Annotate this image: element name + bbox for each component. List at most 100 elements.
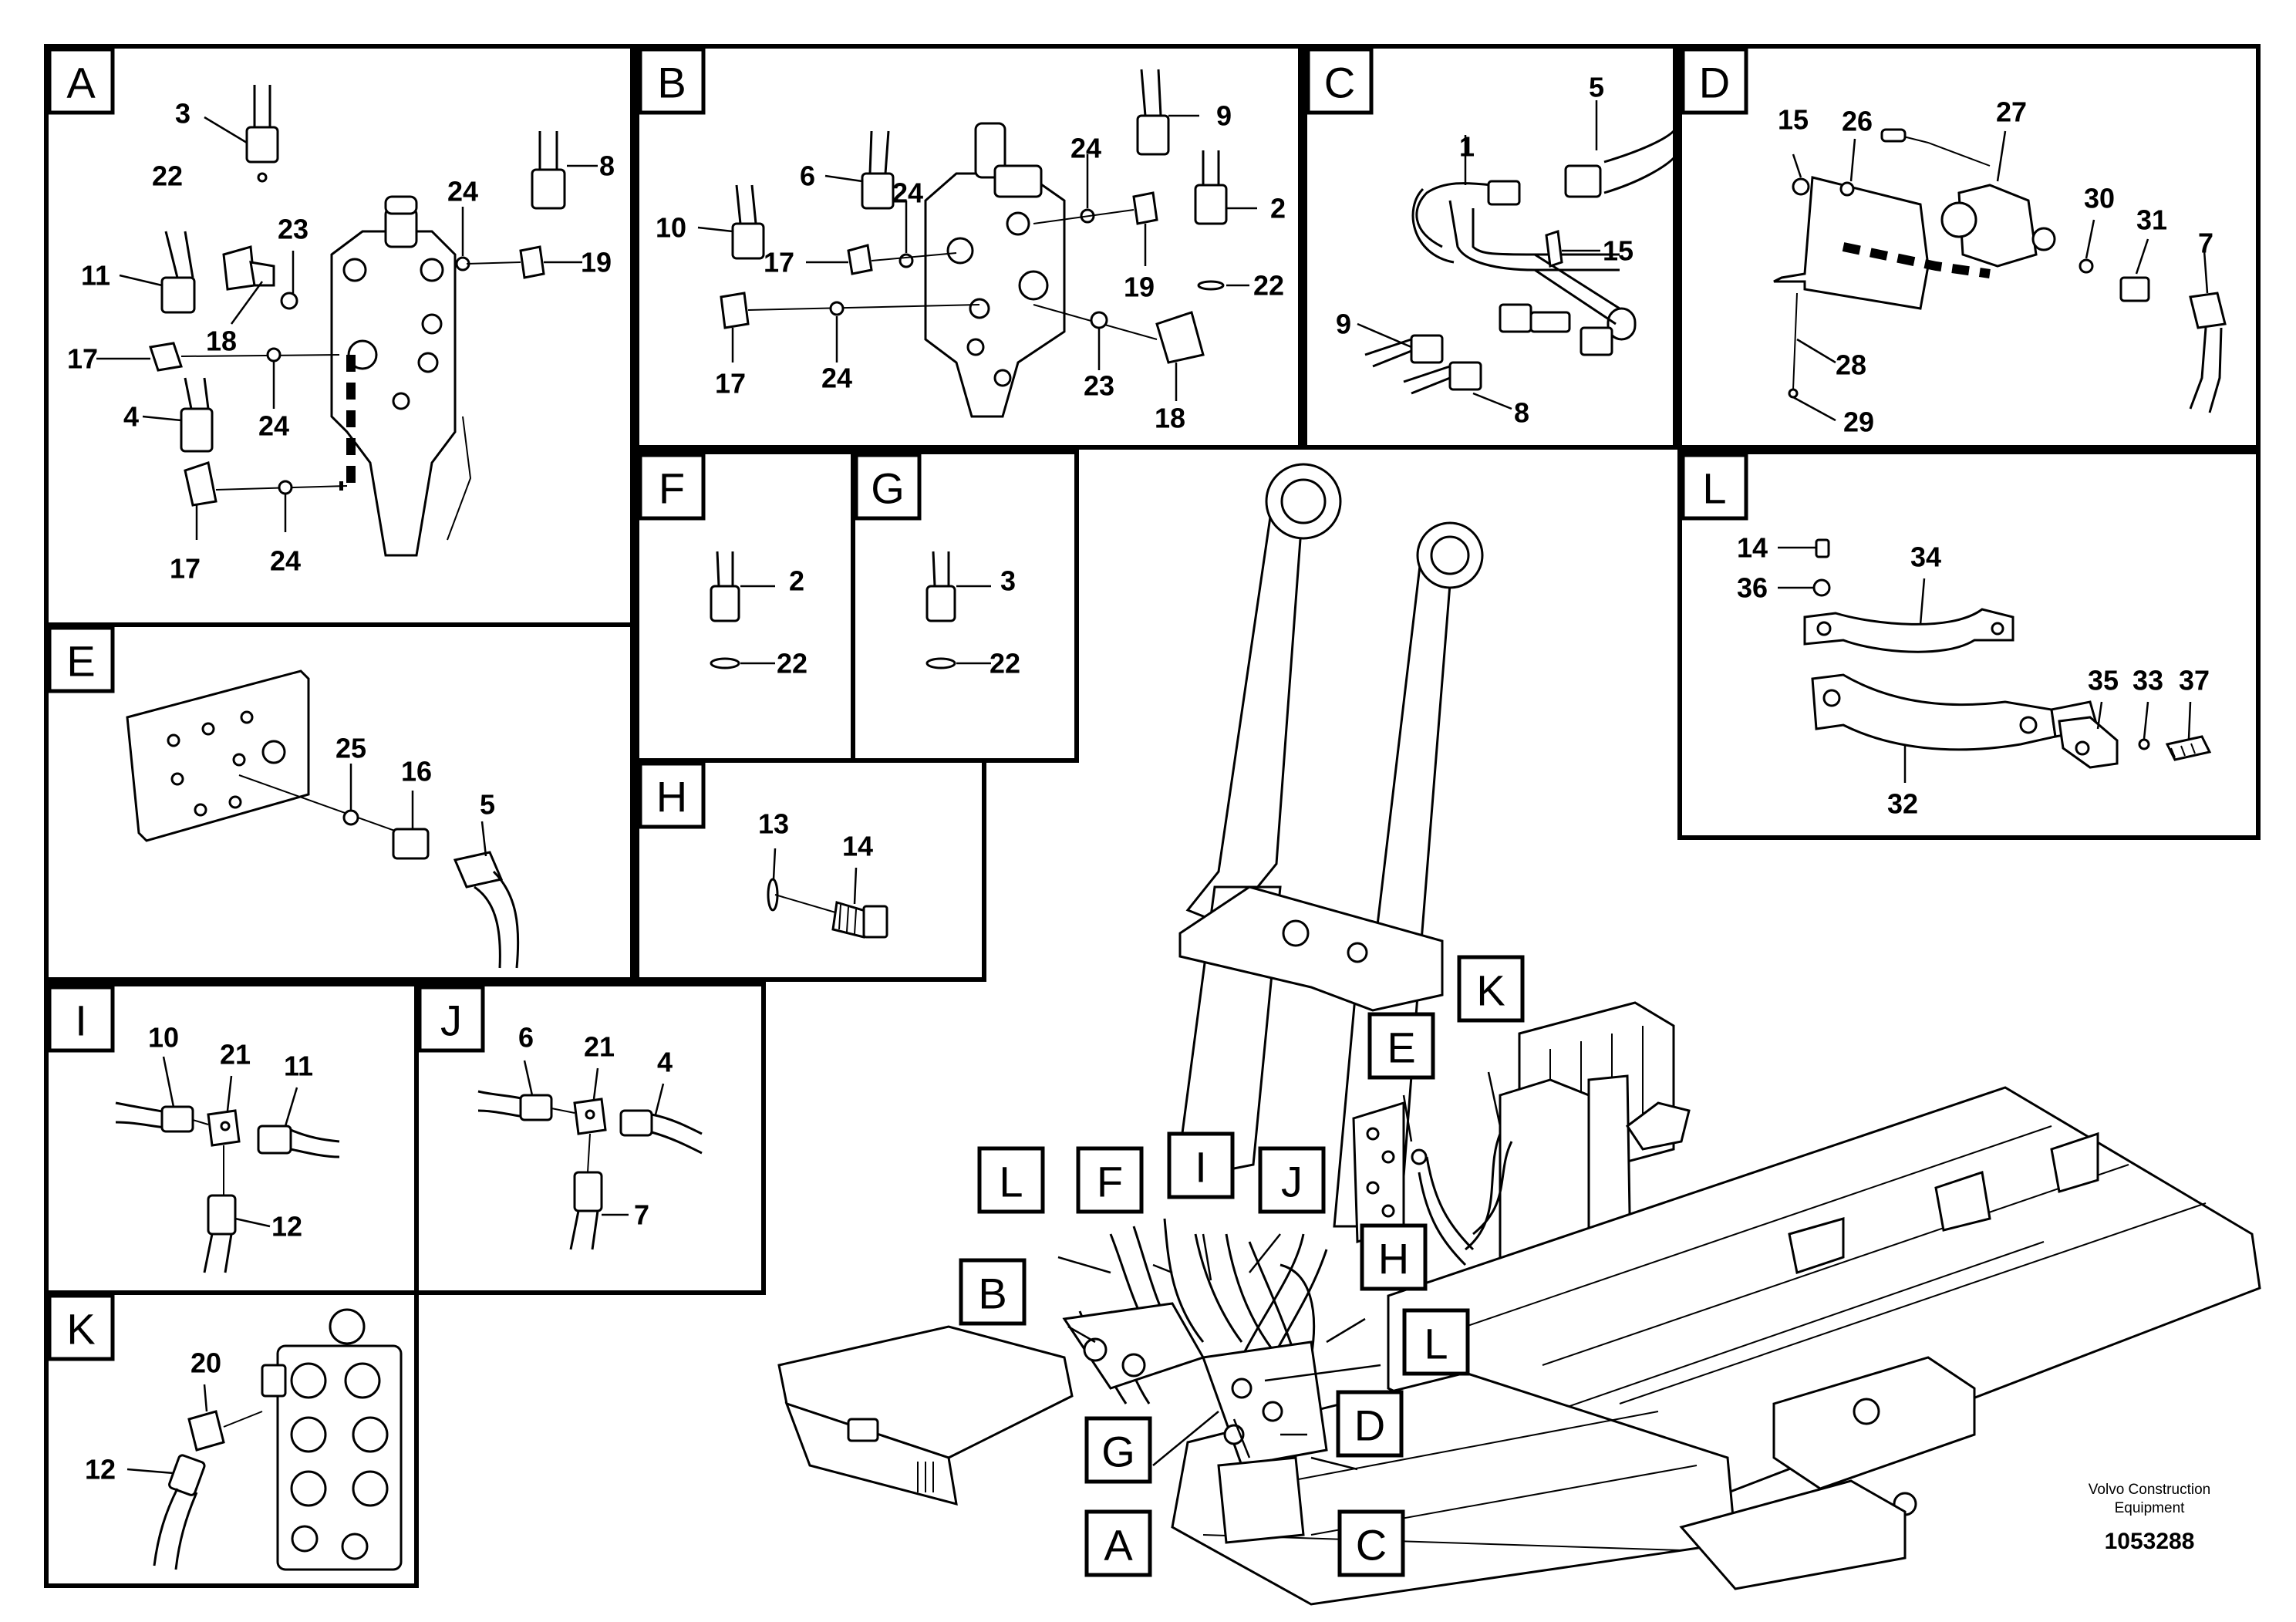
callout-d-29: 29 <box>1843 406 1874 438</box>
overview-tag-j-text: J <box>1281 1158 1303 1206</box>
callout-k-12: 12 <box>85 1454 116 1485</box>
callout-g-3: 3 <box>1000 565 1016 597</box>
callout-b-9: 9 <box>1216 100 1232 132</box>
panel-l-drawing <box>1778 538 2212 783</box>
panel-i-label-text: I <box>75 996 87 1045</box>
callout-g-22: 22 <box>990 648 1020 679</box>
overview-tag-h-text: H <box>1378 1235 1409 1283</box>
panel-e-label: E <box>47 626 115 693</box>
callout-a-18: 18 <box>206 325 237 357</box>
overview-tag-h: H <box>1360 1223 1428 1291</box>
overview-tag-a: A <box>1084 1509 1152 1577</box>
callout-j-21: 21 <box>584 1031 615 1063</box>
callout-l-14: 14 <box>1737 532 1768 564</box>
panel-i-callouts: 10 21 11 12 <box>148 1022 313 1243</box>
callout-l-32: 32 <box>1887 788 1918 820</box>
callout-i-11: 11 <box>284 1050 313 1082</box>
callout-d-31: 31 <box>2136 204 2167 236</box>
callout-i-12: 12 <box>271 1211 302 1243</box>
panel-f-callouts: 2 22 <box>777 565 807 679</box>
callout-a-24-top: 24 <box>447 176 478 207</box>
overview-tag-c: C <box>1337 1509 1405 1577</box>
callout-d-26: 26 <box>1842 106 1873 137</box>
panel-c-callouts: 5 1 15 9 8 <box>1336 72 1633 429</box>
callout-f-22: 22 <box>777 648 807 679</box>
panel-b-drawing <box>697 69 1257 418</box>
brand-line-1: Volvo Construction <box>2089 1482 2210 1498</box>
overview-tag-f: F <box>1076 1146 1144 1214</box>
overview-tags: K E L F I J H B L D G A C <box>959 955 1525 1577</box>
callout-k-20: 20 <box>190 1347 221 1379</box>
panel-frames <box>44 44 2261 1588</box>
overview-tag-e-text: E <box>1387 1023 1415 1072</box>
callout-i-21: 21 <box>220 1039 251 1071</box>
panel-c-label: C <box>1306 47 1374 115</box>
callout-d-30: 30 <box>2084 183 2115 214</box>
overview-tag-b-text: B <box>978 1270 1006 1318</box>
overview-tag-d: D <box>1336 1390 1404 1458</box>
overview-tag-l-right: L <box>1402 1308 1470 1376</box>
overview-tag-g-text: G <box>1101 1428 1135 1476</box>
callout-a-3: 3 <box>175 98 190 130</box>
panel-f-label-text: F <box>659 464 685 513</box>
panel-e-drawing <box>126 669 520 969</box>
panel-j-frame <box>414 982 766 1295</box>
callout-d-15: 15 <box>1778 104 1809 136</box>
callout-b-6: 6 <box>800 160 815 192</box>
panel-h-callouts: 13 14 <box>758 808 873 862</box>
panel-b-frame <box>635 44 1303 450</box>
panel-e-label-text: E <box>66 637 95 686</box>
panel-a-label-text: A <box>66 59 96 107</box>
callout-f-2: 2 <box>789 565 804 597</box>
panel-f-drawing <box>710 551 775 669</box>
panel-e-frame <box>44 622 635 982</box>
callout-b-24-c: 24 <box>821 363 852 394</box>
brand-line-2: Equipment <box>2115 1500 2186 1516</box>
panel-k-label: K <box>47 1293 115 1361</box>
callout-d-28: 28 <box>1836 349 1866 381</box>
panel-d-frame <box>1677 44 2261 450</box>
panel-d-drawing <box>1773 128 2227 422</box>
callout-l-34: 34 <box>1910 541 1941 573</box>
callout-c-15: 15 <box>1603 235 1633 267</box>
callout-a-23: 23 <box>278 214 308 245</box>
panel-k-label-text: K <box>66 1305 95 1354</box>
panel-g-drawing <box>925 551 991 669</box>
callout-c-5: 5 <box>1589 72 1604 103</box>
callout-a-8: 8 <box>599 150 615 182</box>
panel-c-label-text: C <box>1324 59 1355 107</box>
callout-a-22: 22 <box>152 160 183 192</box>
overview-tag-k-text: K <box>1476 966 1505 1015</box>
callout-b-18: 18 <box>1155 403 1185 434</box>
panel-g-callouts: 3 22 <box>990 565 1020 679</box>
overview-tag-l-right-text: L <box>1424 1320 1448 1368</box>
panel-i-drawing <box>115 1056 340 1273</box>
brand-block: Volvo Construction Equipment 1053288 <box>2089 1482 2210 1554</box>
panel-k-frame <box>44 1290 419 1588</box>
overview-tag-a-text: A <box>1104 1521 1133 1570</box>
panel-a-callouts: 3 22 23 11 18 17 24 24 24 4 17 24 8 19 <box>67 98 615 585</box>
document-number: 1053288 <box>2105 1529 2195 1554</box>
overview-tag-i: I <box>1167 1131 1235 1199</box>
panel-g-label: G <box>854 453 922 521</box>
overview-tag-i-text: I <box>1195 1143 1207 1192</box>
panel-h-label-text: H <box>656 773 687 821</box>
overview-tag-f-text: F <box>1097 1158 1123 1206</box>
panel-g-label-text: G <box>871 464 905 513</box>
overview-tag-e: E <box>1367 1012 1435 1080</box>
callout-a-17-bottom: 17 <box>170 553 201 585</box>
callout-a-24-mid: 24 <box>258 410 289 442</box>
panel-d-label: D <box>1681 47 1748 115</box>
callout-j-6: 6 <box>518 1022 534 1054</box>
callout-e-16: 16 <box>401 756 432 787</box>
overview-tag-b: B <box>959 1258 1027 1326</box>
panel-f-label: F <box>638 453 706 521</box>
panel-c-drawing <box>1357 100 1675 410</box>
callout-h-13: 13 <box>758 808 789 840</box>
callout-b-24-b: 24 <box>1070 133 1101 164</box>
panel-h-frame <box>635 758 986 982</box>
callout-b-19: 19 <box>1124 271 1155 303</box>
overview-tag-l-left-text: L <box>999 1158 1023 1206</box>
panel-b-callouts: 6 24 10 17 24 9 2 19 22 17 24 23 18 <box>656 100 1286 434</box>
panel-c-frame <box>1303 44 1677 450</box>
